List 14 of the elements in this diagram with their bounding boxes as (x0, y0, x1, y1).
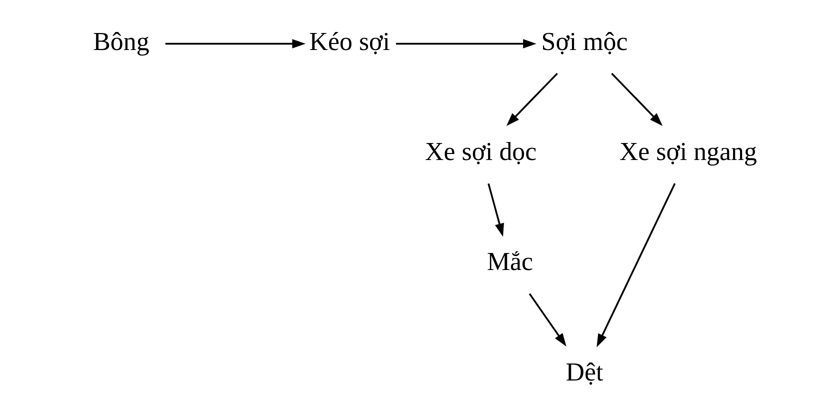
arrow (610, 72, 662, 126)
arrow (487, 183, 504, 237)
arrow (395, 39, 536, 48)
node-text: Dệt (565, 357, 603, 386)
node-text: Bông (92, 26, 149, 56)
arrow (164, 39, 306, 48)
node-text: Sợi mộc (540, 26, 628, 56)
node-text: Mắc (486, 247, 533, 276)
arrow (506, 72, 558, 126)
node-text: Kéo sợi (308, 26, 390, 56)
node-text: Xe sợi ngang (618, 137, 756, 166)
arrow (528, 293, 566, 347)
node-text: Xe sợi dọc (424, 137, 536, 166)
arrow (596, 183, 676, 348)
